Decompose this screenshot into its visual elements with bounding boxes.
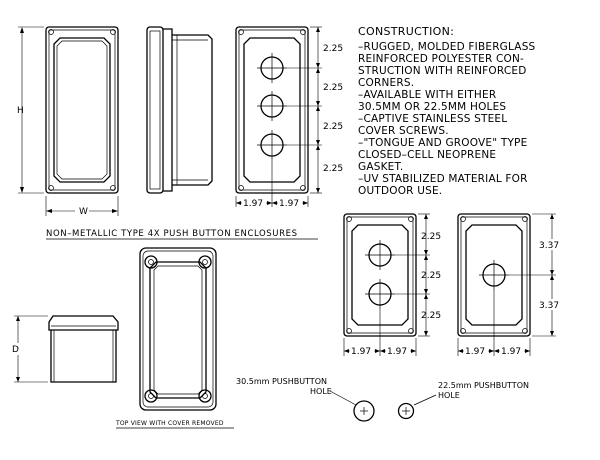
dimension-label: 1.97 [465, 347, 485, 357]
height-label: H [17, 106, 24, 116]
note-line: CORNERS. [358, 77, 414, 89]
dimension-label: 2.25 [323, 44, 343, 54]
dimension-label: 1.97 [243, 199, 263, 209]
note-line: STRUCTION WITH REINFORCED [358, 65, 527, 77]
note-line: –RUGGED, MOLDED FIBERGLASS [358, 41, 536, 53]
small-hole-detail: 22.5mm PUSHBUTTON HOLE [397, 381, 529, 420]
side-view [146, 26, 213, 194]
pushbutton-hole [365, 240, 395, 270]
note-line: –CAPTIVE STAINLESS STEEL [358, 113, 507, 125]
dimension-label: 2.25 [323, 122, 343, 132]
dimension-label: 2.25 [323, 83, 343, 93]
note-line: GASKET. [358, 161, 403, 173]
small-hole-label: HOLE [438, 391, 460, 400]
dimension-label: 3.37 [539, 241, 559, 251]
dimension-label: 3.37 [539, 301, 559, 311]
pushbutton-hole [365, 279, 395, 309]
notes-heading: CONSTRUCTION: [358, 25, 454, 38]
dimension-label: 1.97 [501, 347, 521, 357]
dimension-label: 1.97 [351, 347, 371, 357]
top-view-label: TOP VIEW WITH COVER REMOVED [115, 420, 224, 427]
note-line: COVER SCREWS. [358, 125, 449, 137]
note-line: CLOSED–CELL NEOPRENE [358, 149, 496, 161]
large-hole-label: 30.5mm PUSHBUTTON [236, 377, 327, 386]
dimension-label: 1.97 [387, 347, 407, 357]
dimension-label: 1.97 [279, 199, 299, 209]
pushbutton-hole [479, 260, 509, 290]
note-line: 30.5MM OR 22.5MM HOLES [358, 101, 506, 113]
dimension-label: 2.25 [323, 164, 343, 174]
note-line: –AVAILABLE WITH EITHER [358, 89, 496, 101]
note-line: –"TONGUE AND GROOVE" TYPE [358, 137, 527, 149]
pushbutton-hole [257, 53, 287, 83]
width-label: W [79, 207, 88, 217]
large-hole-detail: 30.5mm PUSHBUTTON HOLE [236, 377, 375, 422]
front-view: H W [17, 26, 119, 217]
depth-view: D [11, 315, 119, 383]
three-hole-enclosure: 2.25 2.25 2.25 2.25 1.97 1.97 [235, 26, 343, 209]
drawing-title: NON–METALLIC TYPE 4X PUSH BUTTON ENCLOSU… [46, 229, 318, 240]
note-line: REINFORCED POLYESTER CON- [358, 53, 524, 65]
large-hole-label: HOLE [310, 387, 332, 396]
dimension-label: 2.25 [421, 311, 441, 321]
title-text: NON–METALLIC TYPE 4X PUSH BUTTON ENCLOSU… [46, 229, 298, 239]
note-line: OUTDOOR USE. [358, 185, 442, 197]
small-hole-label: 22.5mm PUSHBUTTON [438, 381, 529, 390]
pushbutton-hole [257, 130, 287, 160]
dimension-label: 2.25 [421, 271, 441, 281]
note-line: –UV STABILIZED MATERIAL FOR [358, 173, 528, 185]
dimension-label: 2.25 [421, 232, 441, 242]
top-view-cover-removed: TOP VIEW WITH COVER REMOVED [115, 247, 234, 429]
pushbutton-hole [257, 91, 287, 121]
one-hole-enclosure: 3.37 3.37 1.97 1.97 [457, 213, 564, 357]
depth-label: D [12, 345, 19, 355]
two-hole-enclosure: 2.25 2.25 2.25 1.97 1.97 [343, 213, 441, 357]
construction-notes: CONSTRUCTION: –RUGGED, MOLDED FIBERGLASS… [358, 25, 536, 197]
